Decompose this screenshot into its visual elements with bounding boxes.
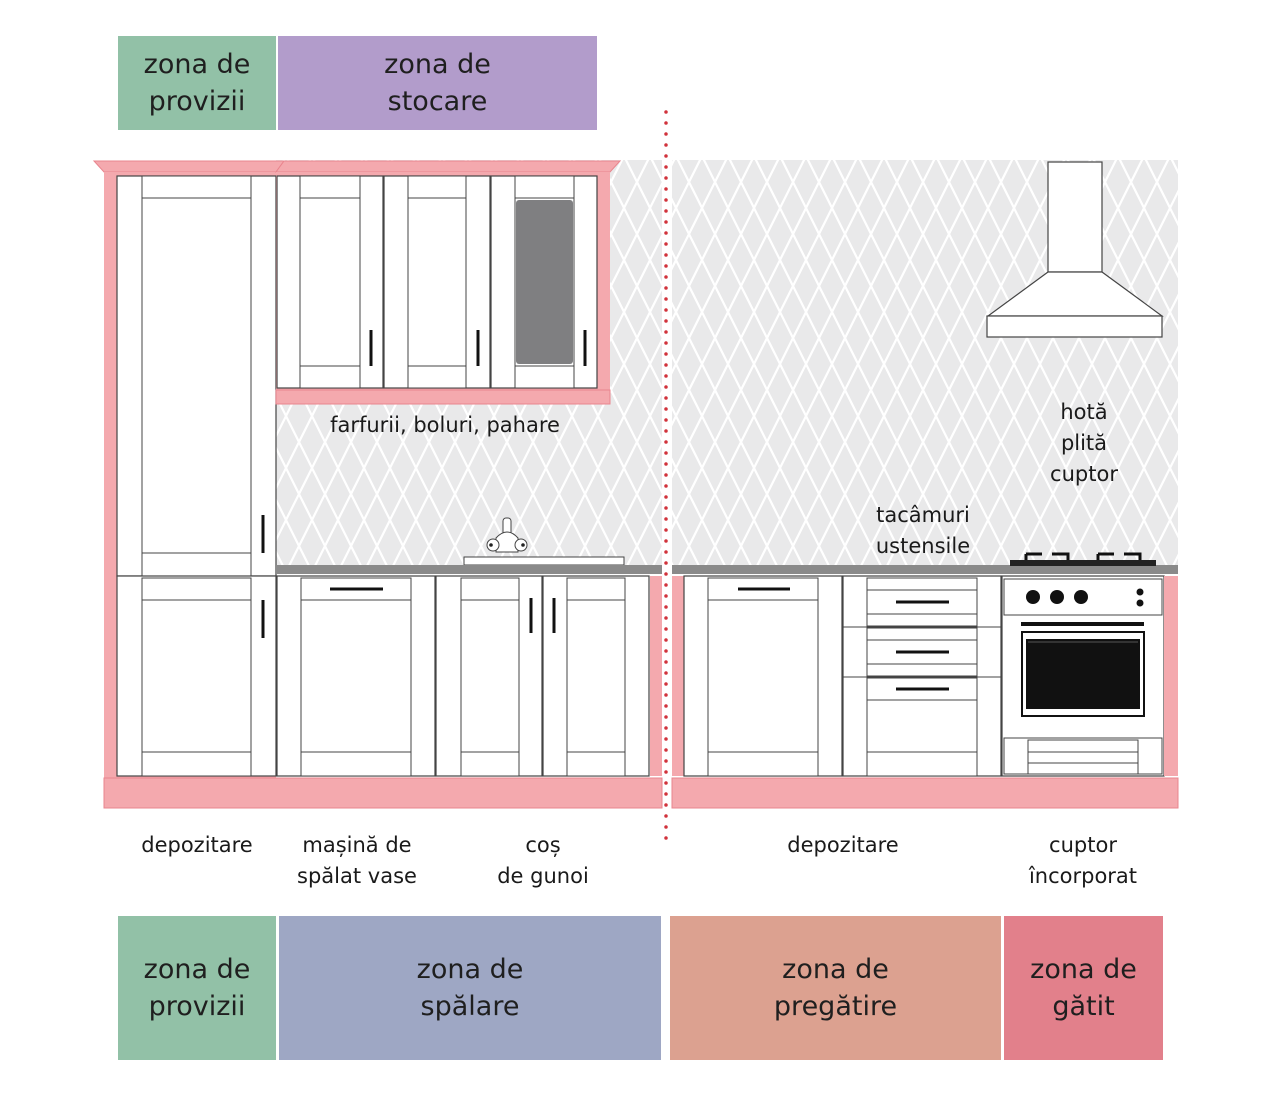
plinth-right	[671, 777, 1179, 809]
countertop-left	[276, 565, 662, 574]
label-depozitare-left: depozitare	[141, 833, 253, 857]
zone-spalare: zona de spălare	[279, 916, 661, 1060]
zone-gatit: zona de gătit	[1004, 916, 1163, 1060]
zone-pregatire: zona de pregătire	[670, 916, 1001, 1060]
oven-range	[1001, 552, 1178, 777]
plinth-left	[103, 777, 663, 809]
label-hota-plita-cuptor: hotă plită cuptor	[1050, 400, 1118, 486]
trash-cabinet	[435, 575, 662, 777]
right-storage-cabinet	[672, 575, 843, 777]
drawer-unit	[842, 575, 1002, 777]
upper-cabinets	[275, 160, 622, 405]
label-farfurii: farfurii, boluri, pahare	[330, 413, 560, 437]
zone-provizii-top: zona de provizii	[118, 36, 276, 130]
label-masina: mașină de spălat vase	[297, 833, 417, 888]
pantry-cabinet	[92, 160, 285, 778]
label-cos: coș de gunoi	[497, 833, 589, 888]
range-hood	[986, 161, 1164, 338]
zone-provizii-bottom: zona de provizii	[118, 916, 276, 1060]
label-tacamuri: tacâmuri ustensile	[875, 503, 971, 558]
countertop-right	[672, 565, 1178, 574]
label-depozitare-right: depozitare	[787, 833, 899, 857]
dishwasher	[276, 575, 436, 777]
zone-stocare-top: zona de stocare	[278, 36, 597, 130]
label-cuptor: cuptor încorporat	[1028, 833, 1138, 888]
sink-faucet	[463, 517, 625, 566]
